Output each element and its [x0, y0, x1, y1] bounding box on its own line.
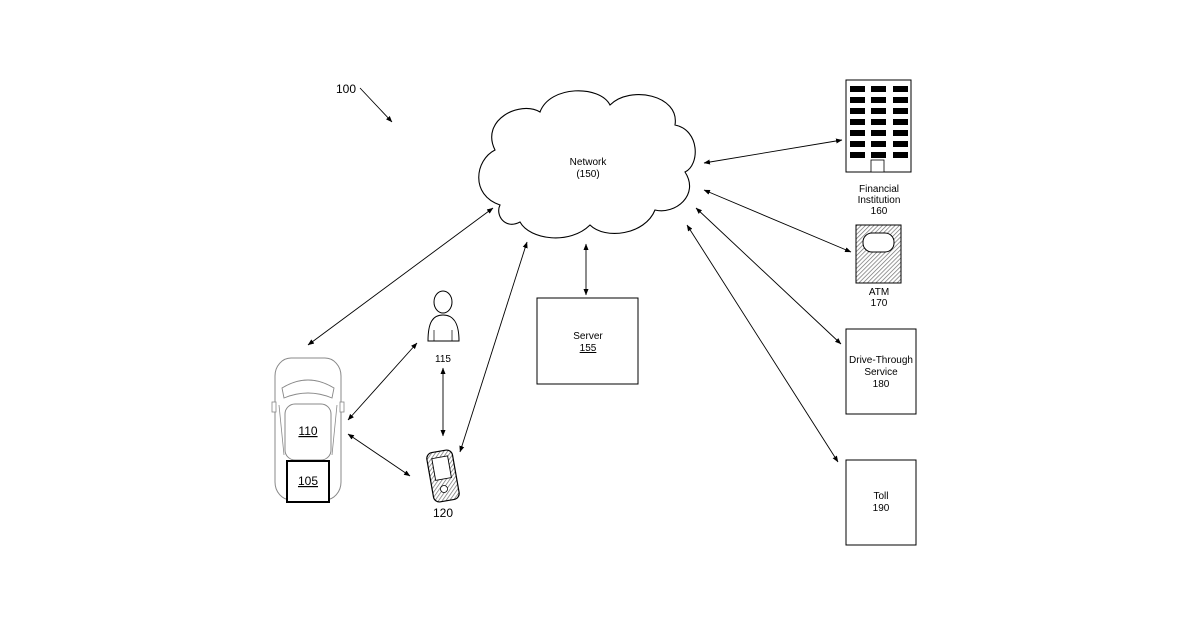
- user-body: [428, 315, 459, 341]
- network-cloud: Network (150): [479, 91, 695, 238]
- vehicle-device-ref: 105: [298, 474, 318, 488]
- atm-label: ATM: [869, 287, 889, 298]
- building-window: [871, 119, 886, 125]
- financial-institution: Financial Institution 160: [846, 80, 911, 217]
- arrow-network-atm: [704, 190, 851, 252]
- building-window: [893, 141, 908, 147]
- building-window: [871, 141, 886, 147]
- building-window: [893, 97, 908, 103]
- arrow-mobile-network: [460, 242, 527, 452]
- building-window: [850, 86, 865, 92]
- atm-ref: 170: [871, 298, 888, 309]
- financial-label-line1: Financial: [859, 184, 899, 195]
- figure-number: 100: [336, 82, 356, 96]
- drive-through-label-line2: Service: [864, 367, 898, 378]
- financial-label-line2: Institution: [858, 195, 901, 206]
- vehicle-mirror-left: [272, 402, 276, 412]
- server-label: Server: [573, 331, 603, 342]
- arrow-vehicle-mobile: [348, 434, 410, 476]
- building-window: [893, 152, 908, 158]
- vehicle-mirror-right: [340, 402, 344, 412]
- arrow-network-toll: [687, 225, 838, 462]
- mobile-ref: 120: [433, 506, 453, 520]
- financial-ref: 160: [871, 206, 888, 217]
- toll-ref: 190: [873, 503, 890, 514]
- user-head: [434, 291, 452, 313]
- building-window: [871, 108, 886, 114]
- building-window: [850, 108, 865, 114]
- server: Server 155: [537, 298, 638, 384]
- building-door: [871, 160, 884, 172]
- mobile-screen: [432, 456, 452, 480]
- mobile-device: 120: [426, 449, 460, 520]
- arrow-network-drive-through: [696, 208, 841, 344]
- building-window: [850, 119, 865, 125]
- network-ref: (150): [576, 169, 599, 180]
- building-window: [871, 86, 886, 92]
- network-label: Network: [570, 157, 608, 168]
- arrow-vehicle-network: [308, 208, 493, 345]
- building-window: [893, 130, 908, 136]
- figure-pointer-arrow: [360, 88, 392, 122]
- atm: ATM 170: [856, 225, 901, 309]
- user: 115: [428, 291, 459, 365]
- user-ref: 115: [435, 354, 451, 365]
- drive-through-label-line1: Drive-Through: [849, 355, 913, 366]
- atm-screen: [863, 233, 894, 252]
- building-window: [893, 86, 908, 92]
- building-window: [850, 141, 865, 147]
- building-window: [893, 108, 908, 114]
- toll: Toll 190: [846, 460, 916, 545]
- drive-through-ref: 180: [873, 379, 890, 390]
- mobile-button: [441, 486, 448, 493]
- server-ref: 155: [580, 343, 597, 354]
- arrow-vehicle-user: [348, 343, 417, 420]
- building-window: [871, 152, 886, 158]
- building-window: [850, 152, 865, 158]
- building-window: [871, 130, 886, 136]
- building-window: [850, 97, 865, 103]
- vehicle-ref: 110: [298, 424, 317, 438]
- vehicle: 110 105: [272, 358, 344, 502]
- building-window: [893, 119, 908, 125]
- arrow-network-financial: [704, 140, 842, 163]
- building-outline: [846, 80, 911, 172]
- toll-label: Toll: [873, 491, 888, 502]
- drive-through-service: Drive-Through Service 180: [846, 329, 916, 414]
- building-window: [871, 97, 886, 103]
- figure-reference: 100: [336, 82, 392, 122]
- building-window: [850, 130, 865, 136]
